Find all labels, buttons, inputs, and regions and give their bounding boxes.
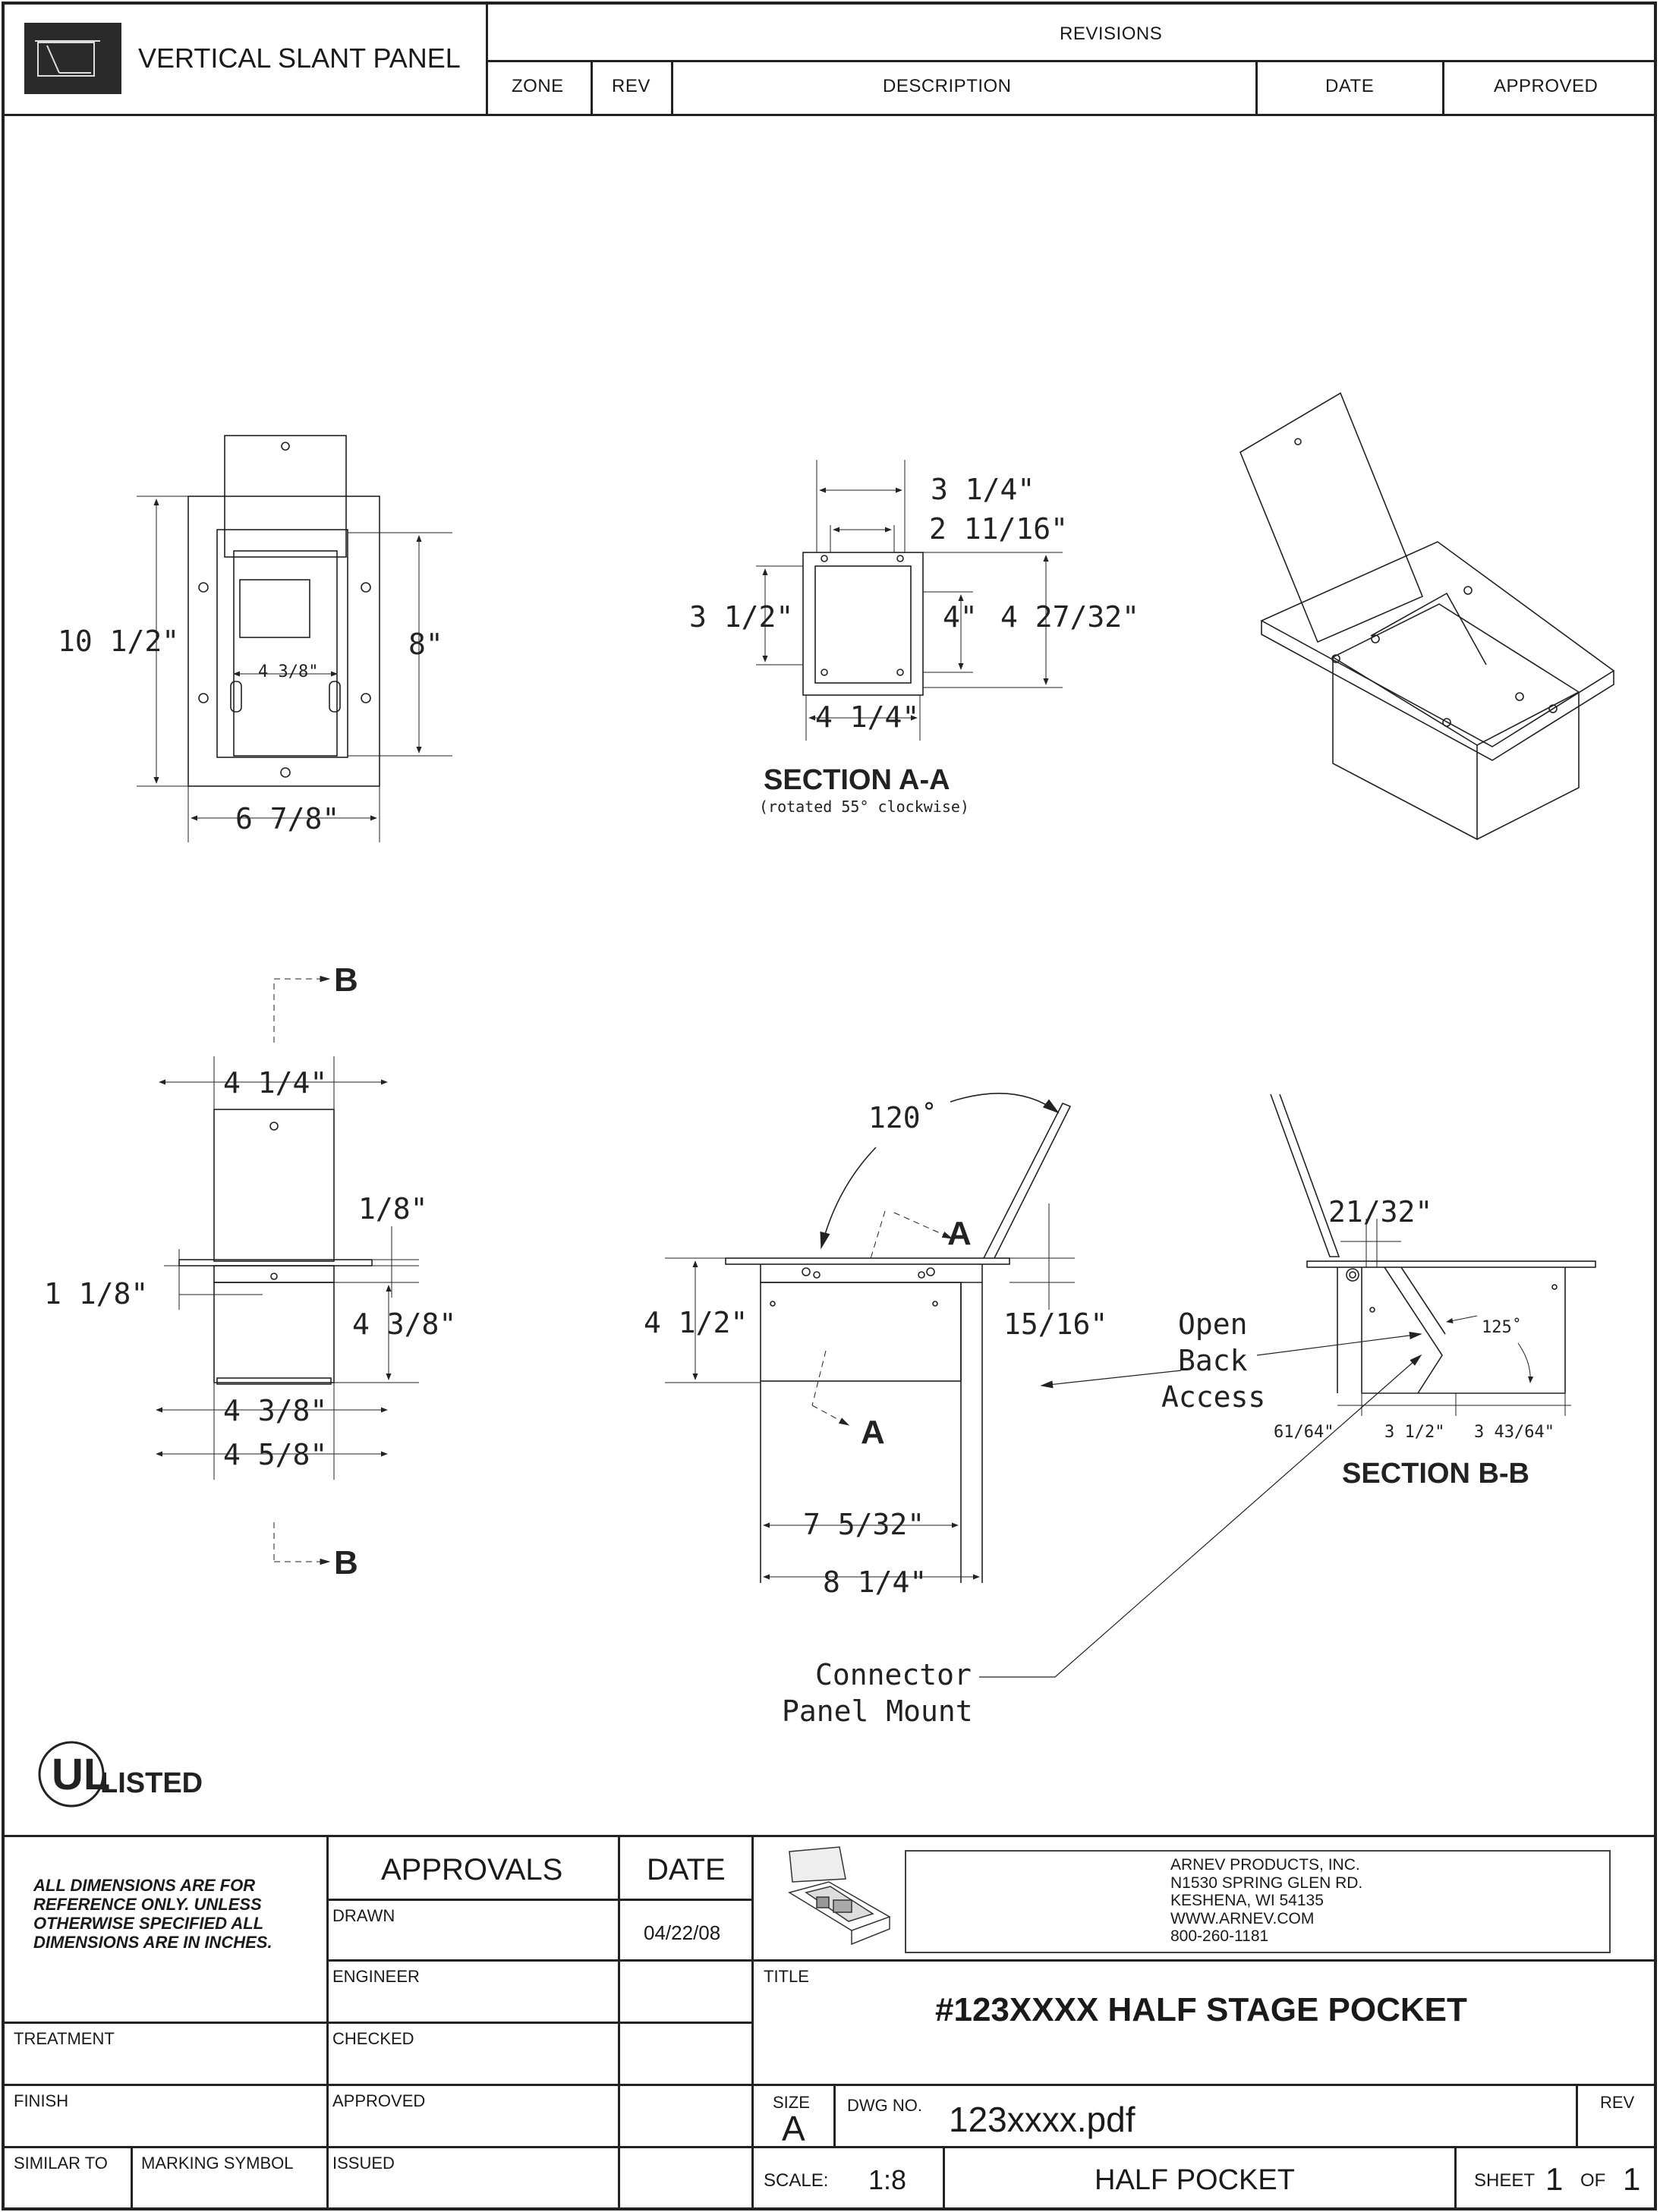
rev-label: REV xyxy=(1600,2093,1635,2112)
issued-label: ISSUED xyxy=(332,2154,395,2173)
product-logo xyxy=(24,23,121,94)
dim-side-right: 4 3/8" xyxy=(352,1307,456,1341)
dim-aa-bottom: 4 1/4" xyxy=(815,700,919,734)
dim-front-inner-width: 7 5/32" xyxy=(803,1508,924,1541)
dim-top-height: 10 1/2" xyxy=(58,625,179,658)
size-value: A xyxy=(782,2109,805,2148)
dim-front-right: 15/16" xyxy=(1003,1307,1107,1341)
date-header: DATE xyxy=(647,1853,726,1886)
drawing-title: #123XXXX HALF STAGE POCKET xyxy=(935,1991,1467,2028)
dim-bb-1: 61/64" xyxy=(1274,1423,1334,1442)
header-vdivider xyxy=(486,5,488,114)
dim-front-outer-width: 8 1/4" xyxy=(823,1565,927,1599)
section-mark-a-top: A xyxy=(947,1215,972,1252)
dim-aa-right-inner: 4" xyxy=(943,600,978,634)
dim-bb-2: 3 1/2" xyxy=(1384,1423,1444,1442)
dim-front-height: 4 1/2" xyxy=(644,1306,748,1339)
front-view xyxy=(665,1093,1182,1583)
slant-panel-icon xyxy=(35,40,100,77)
dim-aa-top-inner: 2 11/16" xyxy=(929,512,1068,546)
drawn-label: DRAWN xyxy=(332,1906,395,1925)
dim-side-bottom-inner: 4 3/8" xyxy=(223,1394,327,1427)
treatment-label: TREATMENT xyxy=(14,2029,115,2048)
callout-panel-mount: Panel Mount xyxy=(782,1694,973,1728)
section-mark-b-bottom: B xyxy=(334,1544,358,1581)
section-aa-subtitle: (rotated 55° clockwise) xyxy=(759,798,969,816)
col-description: DESCRIPTION xyxy=(883,76,1012,96)
dim-bb-angle: 125˚ xyxy=(1482,1318,1522,1337)
title-label: TITLE xyxy=(764,1967,809,1986)
callout-back: Back xyxy=(1178,1344,1248,1377)
dim-aa-left: 3 1/2" xyxy=(689,600,793,634)
section-aa-title: SECTION A-A xyxy=(764,764,950,796)
revisions-label: REVISIONS xyxy=(1060,24,1163,44)
product-thumbnail xyxy=(788,1846,891,1946)
section-b-b-view xyxy=(979,1093,1596,1678)
dimension-note: ALL DIMENSIONS ARE FOR REFERENCE ONLY. U… xyxy=(33,1876,272,1952)
section-mark-a-bottom: A xyxy=(861,1414,885,1451)
of-label: OF xyxy=(1580,2170,1606,2191)
checked-label: CHECKED xyxy=(332,2029,414,2048)
dim-side-top: 4 1/4" xyxy=(223,1066,327,1100)
drawn-date: 04/22/08 xyxy=(644,1921,721,1944)
dim-bb-top: 21/32" xyxy=(1328,1195,1432,1229)
sheet-value: 1 xyxy=(1545,2161,1564,2197)
dim-front-angle: 120˚ xyxy=(868,1101,938,1134)
dwg-no-label: DWG NO. xyxy=(847,2096,922,2115)
sheet-name: HALF POCKET xyxy=(1095,2164,1295,2196)
side-view xyxy=(156,975,419,1565)
header-divider xyxy=(5,114,1655,116)
isometric-view xyxy=(1239,392,1615,841)
ul-listed-mark xyxy=(38,1741,105,1808)
size-label: SIZE xyxy=(773,2093,810,2112)
company-box xyxy=(905,1850,1611,1953)
finish-label: FINISH xyxy=(14,2091,69,2110)
top-view xyxy=(137,435,452,842)
callout-access: Access xyxy=(1161,1380,1265,1414)
dwg-no-value: 123xxxx.pdf xyxy=(949,2100,1136,2139)
callout-open: Open xyxy=(1178,1307,1248,1341)
scale-value: 1:8 xyxy=(868,2164,907,2195)
header-title: VERTICAL SLANT PANEL xyxy=(138,42,461,74)
dim-aa-top-outer: 3 1/4" xyxy=(931,473,1035,506)
ul-listed-text: LISTED xyxy=(100,1767,203,1799)
section-mark-b-top: B xyxy=(334,961,358,999)
revisions-divider xyxy=(486,60,1655,62)
dim-top-width: 6 7/8" xyxy=(235,802,339,835)
dim-aa-right-outer: 4 27/32" xyxy=(1000,600,1139,634)
company-address: ARNEV PRODUCTS, INC. N1530 SPRING GLEN R… xyxy=(1170,1856,1363,1945)
engineer-label: ENGINEER xyxy=(332,1967,420,1986)
dim-side-flange: 1/8" xyxy=(358,1192,428,1226)
scale-label: SCALE: xyxy=(764,2170,829,2191)
similar-to-label: SIMILAR TO xyxy=(14,2154,108,2173)
col-approved: APPROVED xyxy=(1494,76,1599,96)
of-value: 1 xyxy=(1623,2161,1641,2197)
dim-bb-3: 3 43/64" xyxy=(1474,1423,1554,1442)
col-zone: ZONE xyxy=(512,76,564,96)
dim-side-left: 1 1/8" xyxy=(44,1277,148,1311)
approved-label: APPROVED xyxy=(332,2091,426,2110)
col-date: DATE xyxy=(1325,76,1375,96)
title-block-top xyxy=(5,1835,1655,1837)
callout-connector: Connector xyxy=(815,1658,972,1691)
approvals-header: APPROVALS xyxy=(381,1853,563,1886)
dim-side-bottom-outer: 4 5/8" xyxy=(223,1438,327,1471)
section-a-a-view xyxy=(756,460,1063,741)
section-bb-title: SECTION B-B xyxy=(1342,1458,1529,1490)
col-rev: REV xyxy=(612,76,650,96)
sheet-label: SHEET xyxy=(1474,2170,1536,2191)
dim-top-opening: 4 3/8" xyxy=(258,662,318,681)
technical-drawing: 10 1/2" 8" 6 7/8" 4 3/8" 3 1/4" 2 11/16"… xyxy=(38,392,1615,1808)
ul-letters: UL xyxy=(52,1750,110,1799)
marking-symbol-label: MARKING SYMBOL xyxy=(141,2154,294,2173)
dim-top-inner-height: 8" xyxy=(408,628,443,661)
